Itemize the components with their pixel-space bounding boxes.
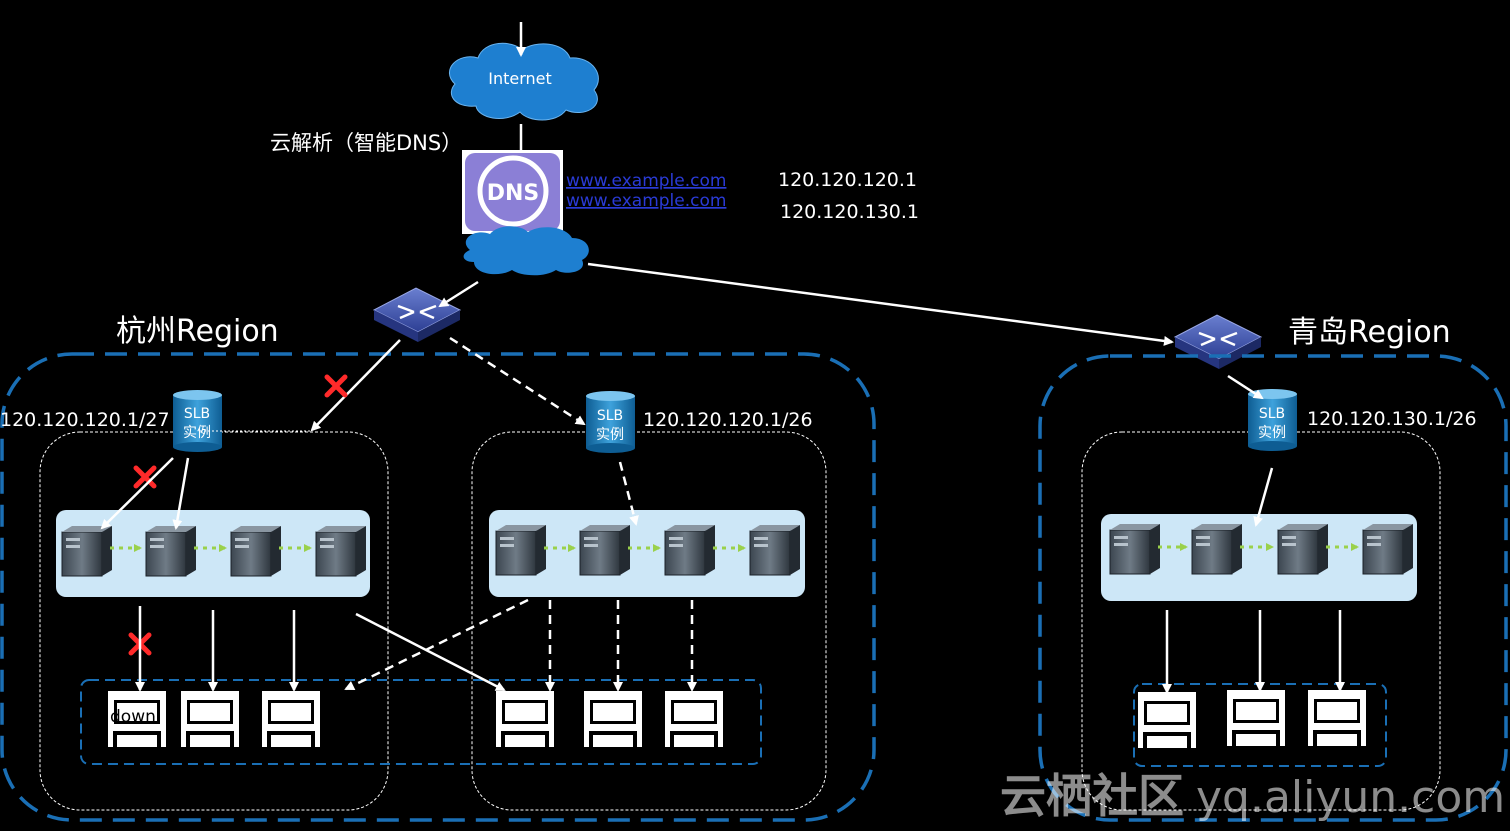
slb-qingdao-cidr: 120.120.130.1/26: [1307, 408, 1477, 430]
server-replication-links: [110, 543, 1359, 552]
server-icon: [1191, 523, 1243, 575]
arrow-server-to-client: [355, 612, 506, 692]
server-icon: [1362, 523, 1414, 575]
dns-icon-text: DNS: [487, 181, 540, 206]
server-group-qingdao: [1101, 514, 1417, 601]
client-monitor-icon: [262, 691, 320, 747]
region-qingdao-title: 青岛Region: [1288, 315, 1451, 350]
arrow-router-to-slb-b: [449, 336, 586, 426]
region-hangzhou-title: 杭州Region: [116, 314, 279, 349]
slb-hangzhou-a-icon: SLB 实例: [173, 390, 222, 452]
dns-record-domain-1[interactable]: www.example.com: [566, 171, 726, 191]
server-icon: [145, 525, 197, 577]
server-icon: [61, 525, 113, 577]
arrow-router-to-slb-a: [310, 339, 401, 432]
internet-label: Internet: [488, 69, 552, 88]
server-icon: [664, 524, 716, 576]
zone-hangzhou-b: [471, 431, 827, 811]
arrow-slb-a-to-server-1: [100, 457, 174, 530]
slb-hangzhou-b-sub: 实例: [596, 427, 624, 443]
slb-hangzhou-b-label: SLB: [597, 408, 623, 424]
router-qingdao-icon: [1173, 314, 1263, 369]
server-group-hangzhou-a: [56, 510, 370, 597]
down-label: down: [110, 707, 156, 727]
arrow-router-to-slb-qd: [1227, 374, 1264, 400]
dns-cloud: [463, 226, 589, 276]
dns-title: 云解析（智能DNS）: [270, 131, 462, 155]
watermark-url: yq.aliyun.com: [1196, 772, 1505, 823]
server-icon: [1277, 523, 1329, 575]
slb-hangzhou-a-label: SLB: [184, 406, 210, 422]
server-icon: [495, 524, 547, 576]
server-icon: [230, 525, 282, 577]
slb-hangzhou-a-sub: 实例: [183, 425, 211, 441]
clients-hangzhou: [80, 679, 762, 765]
server-icon: [579, 524, 631, 576]
slb-hangzhou-b-icon: SLB 实例: [586, 391, 635, 453]
arrow-slb-b-to-servers: [618, 461, 639, 526]
slb-qingdao-label: SLB: [1259, 406, 1285, 422]
dns-record-ip-1: 120.120.120.1: [778, 169, 917, 191]
server-icon: [315, 525, 367, 577]
slb-hangzhou-a-cidr: 120.120.120.1/27: [0, 409, 170, 431]
client-monitor-icon: [1308, 690, 1366, 746]
router-hangzhou-icon: [372, 287, 462, 342]
region-qingdao-border: [1038, 354, 1508, 822]
internet-cloud: Internet: [449, 42, 599, 121]
arrow-dns-to-hz-router: [438, 280, 479, 308]
watermark-cn: 云栖社区: [1000, 769, 1184, 823]
client-monitor-icon: [665, 691, 723, 747]
dns-record-ip-2: 120.120.130.1: [780, 201, 919, 223]
arrow-slb-qd-to-servers: [1253, 467, 1274, 527]
dns-record-domain-2[interactable]: www.example.com: [566, 191, 726, 211]
client-monitor-icon: [181, 691, 239, 747]
client-monitor-icon: [1138, 692, 1196, 748]
failure-x-icon: [136, 468, 154, 486]
client-monitor-icon: [496, 691, 554, 747]
slb-qingdao-sub: 实例: [1258, 425, 1286, 441]
region-hangzhou-border: [0, 352, 876, 822]
arrow-dns-to-qd-router: [587, 262, 1174, 346]
server-group-hangzhou-b: [489, 510, 805, 597]
zone-qingdao: [1081, 431, 1441, 811]
client-monitor-icon: [584, 691, 642, 747]
failure-x-icon: [327, 377, 345, 395]
dns-icon: DNS: [462, 150, 563, 234]
zone-hangzhou-a: [39, 431, 389, 811]
slb-hangzhou-b-cidr: 120.120.120.1/26: [643, 409, 813, 431]
arrow-server-to-client-dashed: [344, 598, 529, 691]
server-icon: [1109, 523, 1161, 575]
slb-qingdao-icon: SLB 实例: [1248, 389, 1297, 451]
client-monitor-icon: [1227, 690, 1285, 746]
arrow-slb-a-to-server-2: [172, 457, 190, 530]
server-icon: [749, 524, 801, 576]
